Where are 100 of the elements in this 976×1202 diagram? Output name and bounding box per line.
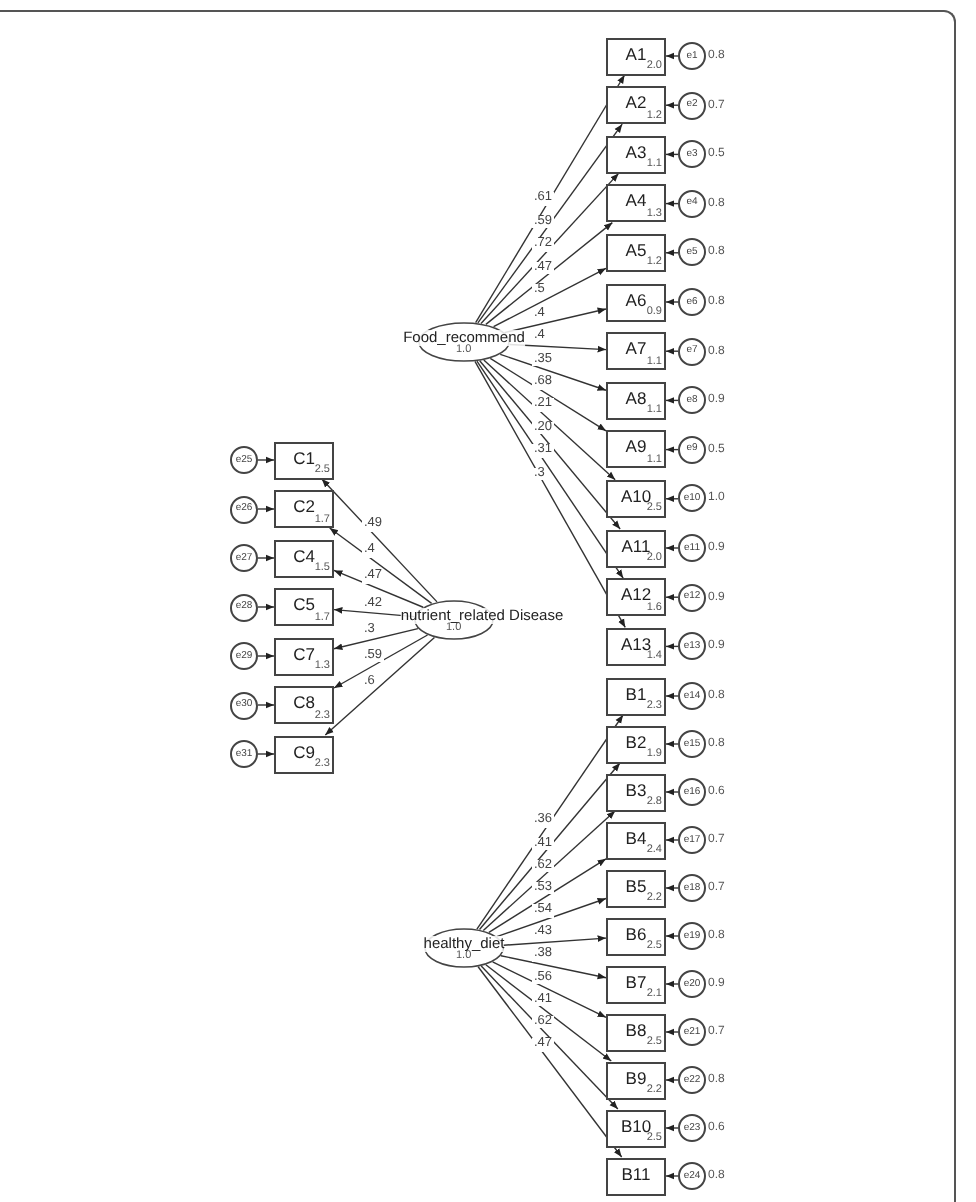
- indicator-box: [606, 381, 666, 420]
- indicator-label: B5: [623, 877, 647, 894]
- arrow: [665, 397, 679, 404]
- arrow: [665, 593, 679, 601]
- indicator-label: A12: [618, 586, 652, 604]
- indicator-box: [274, 686, 334, 724]
- arrow: [333, 569, 424, 608]
- indicator-label: C5: [291, 596, 315, 613]
- indicator-box: [606, 283, 666, 321]
- arrow: [665, 249, 679, 257]
- arrow: [478, 762, 621, 931]
- indicator-box: [606, 1109, 666, 1147]
- indicator-label: A3: [623, 143, 647, 161]
- arrow: [665, 1172, 679, 1180]
- arrow: [665, 544, 679, 552]
- arrow: [665, 1028, 679, 1036]
- indicator-box: [606, 37, 666, 75]
- arrow: [479, 360, 621, 530]
- arrow: [257, 554, 275, 562]
- arrow: [665, 836, 679, 844]
- indicator-box: [606, 184, 666, 223]
- arrow: [321, 478, 438, 603]
- indicator-label: A9: [623, 438, 647, 456]
- arrow: [480, 965, 619, 1110]
- arrow: [665, 151, 679, 158]
- indicator-box: [606, 725, 666, 763]
- arrow: [665, 740, 679, 748]
- indicator-label: B4: [623, 829, 647, 846]
- arrow: [665, 932, 679, 940]
- indicator-box: [274, 490, 334, 528]
- indicator-label: A8: [623, 389, 647, 407]
- indicator-label: B2: [623, 733, 647, 750]
- indicator-label: B7: [623, 973, 647, 990]
- indicator-box: [606, 135, 666, 174]
- arrow: [477, 123, 623, 324]
- indicator-label: B3: [623, 781, 647, 798]
- indicator-label: A7: [623, 340, 647, 358]
- indicator-box: [606, 773, 666, 811]
- indicator-box: [606, 479, 666, 518]
- indicator-box: [606, 332, 666, 371]
- arrow: [477, 966, 623, 1158]
- indicator-box: [606, 529, 666, 567]
- arrow: [333, 634, 429, 689]
- arrow: [485, 964, 612, 1062]
- indicator-label: A6: [623, 291, 647, 308]
- indicator-box: [606, 627, 666, 666]
- indicator-box: [606, 821, 666, 859]
- arrow: [665, 884, 679, 892]
- arrow: [476, 360, 624, 579]
- arrow: [482, 810, 616, 932]
- indicator-label: B8: [623, 1021, 647, 1038]
- arrow: [474, 360, 626, 629]
- indicator-box: [606, 677, 666, 715]
- arrow: [665, 788, 679, 796]
- indicator-box: [606, 578, 666, 617]
- indicator-label: C8: [291, 694, 315, 711]
- arrow: [492, 267, 607, 328]
- arrow: [257, 701, 275, 709]
- indicator-box: [606, 869, 666, 907]
- indicator-label: B10: [618, 1117, 652, 1134]
- arrow: [499, 353, 607, 391]
- arrow: [324, 636, 436, 736]
- indicator-label: C1: [291, 449, 315, 466]
- indicator-label: C2: [291, 498, 315, 515]
- arrow: [257, 603, 275, 611]
- arrow: [257, 505, 275, 513]
- indicator-label: B9: [623, 1069, 647, 1086]
- indicator-label: A4: [623, 192, 647, 210]
- arrow: [257, 652, 275, 660]
- arrow: [500, 955, 607, 980]
- indicator-box: [274, 441, 334, 479]
- indicator-box: [274, 637, 334, 675]
- indicator-box: [274, 588, 334, 626]
- indicator-label: C4: [291, 547, 315, 564]
- arrow: [665, 200, 679, 207]
- indicator-box: [606, 233, 666, 272]
- arrow: [489, 357, 607, 432]
- arrow: [665, 1124, 679, 1132]
- arrow: [485, 221, 614, 326]
- indicator-box: [606, 917, 666, 955]
- arrow: [333, 627, 419, 651]
- indicator-box: [274, 735, 334, 773]
- arrow: [488, 858, 607, 934]
- arrow: [665, 692, 679, 700]
- arrow: [257, 750, 275, 758]
- indicator-box: [606, 86, 666, 125]
- indicator-label: B11: [619, 1165, 653, 1182]
- arrow: [502, 935, 607, 946]
- arrow: [665, 347, 679, 355]
- arrow: [474, 74, 626, 324]
- indicator-box: [606, 1157, 666, 1195]
- indicator-box: [606, 965, 666, 1003]
- arrow: [665, 52, 679, 60]
- indicator-box: [274, 539, 334, 577]
- arrow: [329, 527, 433, 605]
- indicator-box: [606, 1061, 666, 1099]
- indicator-label: A13: [618, 635, 652, 653]
- arrow: [665, 446, 679, 453]
- indicator-label: B1: [623, 685, 647, 702]
- arrow: [665, 980, 679, 988]
